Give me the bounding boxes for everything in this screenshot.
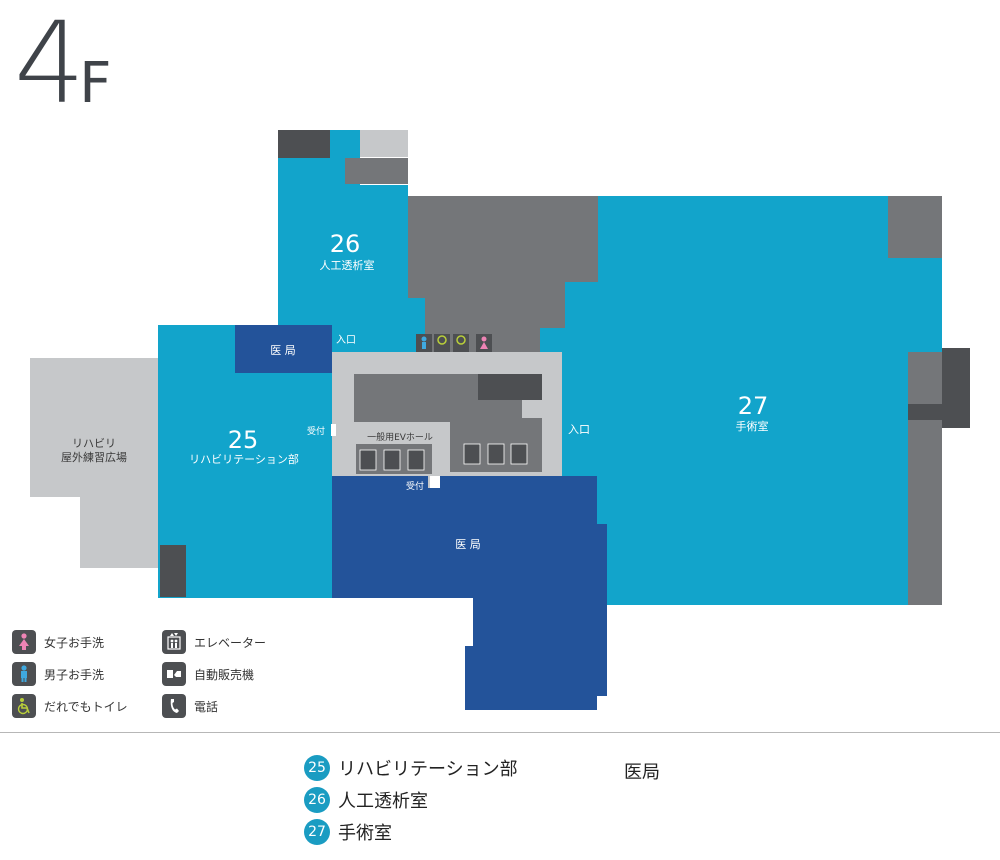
central-service-core: [408, 196, 600, 352]
section-divider: [0, 732, 1000, 733]
legend-item: 男子お手洗: [12, 658, 128, 690]
legend-label: 自動販売機: [194, 667, 255, 682]
elevator-icons: [359, 443, 528, 471]
service-room-top: [360, 130, 408, 157]
accessible-toilet-icon: [12, 694, 36, 718]
legend-item: エレベーター: [162, 626, 266, 658]
service-room-top-2: [345, 158, 408, 184]
legend-item: だれでもトイレ: [12, 690, 128, 722]
room-25-number: 25: [228, 426, 259, 454]
floor-suffix: F: [79, 51, 112, 116]
reception-bottom-label: 受付: [406, 480, 424, 492]
ev-hall-label: 一般用EVホール: [367, 431, 433, 443]
reception-left-label: 受付: [307, 425, 325, 437]
key-label: 手術室: [338, 823, 392, 844]
stairs-hall: [478, 374, 542, 400]
key-item[interactable]: 25 リハビリテーション部: [304, 752, 518, 784]
service-room-right-mid: [908, 352, 942, 404]
ikyoku-large-area[interactable]: [332, 476, 607, 710]
male-toilet-icon: [12, 662, 36, 686]
room-26-number: 26: [330, 230, 361, 258]
legend-label: 女子お手洗: [44, 635, 105, 650]
room-27-name: 手術室: [736, 419, 769, 433]
key-ikyoku[interactable]: 医局: [624, 762, 660, 783]
service-room-right-low: [908, 420, 942, 605]
service-room-right-top: [888, 196, 942, 258]
reception-bottom-marker: [430, 476, 440, 488]
floor-map: 26 人工透析室 25 リハビリテーション部 27 手術室 医 局 医 局 リハ…: [30, 130, 970, 710]
entrance-top-label: 入口: [336, 335, 356, 346]
legend-item: 電話: [162, 690, 266, 722]
rehab-outdoor-label-2: 屋外練習広場: [61, 450, 127, 464]
key-item[interactable]: 26 人工透析室: [304, 784, 518, 816]
stairs-top: [278, 130, 330, 158]
room-27-number: 27: [738, 392, 769, 420]
entrance-right-label: 入口: [568, 423, 590, 436]
legend-label: エレベーター: [194, 635, 267, 650]
key-label: リハビリテーション部: [338, 759, 518, 780]
rehab-outdoor-area[interactable]: [30, 358, 158, 568]
key-badge: 26: [304, 787, 330, 813]
ikyoku-small-label: 医 局: [270, 344, 296, 357]
room-26-name: 人工透析室: [320, 258, 375, 272]
stairs-bottom-left: [160, 545, 186, 597]
legend-column-2: エレベーター 自動販売機 電話: [162, 626, 266, 722]
telephone-icon: [162, 694, 186, 718]
stairs-right-landing: [908, 404, 970, 420]
ikyoku-small-area[interactable]: [235, 325, 332, 373]
key-label: 人工透析室: [338, 791, 428, 812]
legend-item: 自動販売機: [162, 658, 266, 690]
legend-label: だれでもトイレ: [44, 699, 128, 714]
toilet-icons-row: [416, 334, 492, 352]
female-toilet-icon: [12, 630, 36, 654]
room-25-name: リハビリテーション部: [189, 452, 299, 466]
rehab-outdoor-label-1: リハビリ: [72, 437, 116, 450]
room-key: 25 リハビリテーション部 26 人工透析室 27 手術室: [304, 752, 518, 848]
legend-column-1: 女子お手洗 男子お手洗 だれでもトイレ: [12, 626, 128, 722]
ikyoku-large-label: 医 局: [455, 538, 481, 551]
vending-machine-icon: [162, 662, 186, 686]
legend-item: 女子お手洗: [12, 626, 128, 658]
elevator-icon: [162, 630, 186, 654]
legend-label: 電話: [194, 699, 219, 714]
legend-label: 男子お手洗: [44, 667, 105, 682]
reception-left-marker: [331, 424, 336, 436]
key-item[interactable]: 27 手術室: [304, 816, 518, 848]
floor-label: 4F: [14, 8, 111, 120]
room-27-area[interactable]: [540, 196, 942, 605]
room-25-area[interactable]: [158, 325, 332, 598]
floor-number: 4: [14, 0, 85, 129]
room-26-area[interactable]: [278, 130, 425, 352]
key-badge: 27: [304, 819, 330, 845]
key-badge: 25: [304, 755, 330, 781]
hall-block-notch: [522, 400, 542, 418]
